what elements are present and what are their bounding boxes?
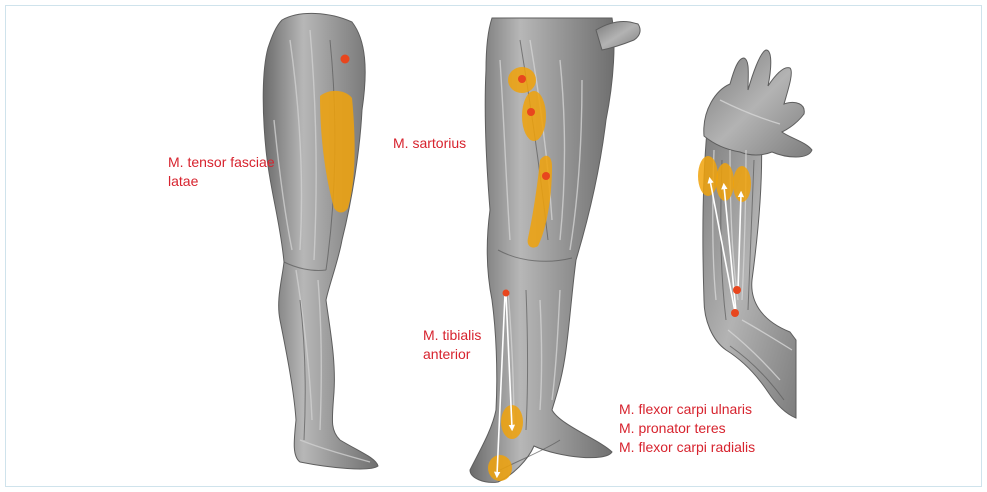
middle-leg-anterior-view xyxy=(470,18,640,482)
tibialis-anterior-lower-highlight xyxy=(488,455,512,481)
sartorius-point-3 xyxy=(542,172,550,180)
hand-silhouette xyxy=(704,50,812,157)
flexor-carpi-radialis-highlight xyxy=(733,166,751,202)
label-tibialis-anterior: M. tibialis anterior xyxy=(423,326,481,364)
label-tensor-fasciae-latae: M. tensor fasciae latae xyxy=(168,153,275,191)
label-sartorius: M. sartorius xyxy=(393,134,466,153)
label-line: anterior xyxy=(423,345,481,364)
label-forearm-muscles: M. flexor carpi ulnaris M. pronator tere… xyxy=(619,400,755,457)
label-line: M. flexor carpi radialis xyxy=(619,438,755,457)
label-line: M. tensor fasciae xyxy=(168,153,275,172)
tensor-fasciae-latae-point xyxy=(341,55,350,64)
sartorius-point-1 xyxy=(518,75,526,83)
label-line: latae xyxy=(168,172,275,191)
tibialis-anterior-point xyxy=(503,290,510,297)
middle-leg-silhouette xyxy=(470,18,614,482)
flexor-carpi-ulnaris-highlight xyxy=(698,156,718,196)
forearm-point-1 xyxy=(733,286,741,294)
sartorius-middle-highlight xyxy=(522,91,546,141)
label-line: M. pronator teres xyxy=(619,419,755,438)
left-leg-lateral-view xyxy=(263,13,378,469)
label-line: M. sartorius xyxy=(393,134,466,153)
forearm-point-2 xyxy=(731,309,739,317)
right-forearm-view xyxy=(698,50,812,418)
label-line: M. flexor carpi ulnaris xyxy=(619,400,755,419)
sartorius-point-2 xyxy=(527,108,535,116)
label-line: M. tibialis xyxy=(423,326,481,345)
